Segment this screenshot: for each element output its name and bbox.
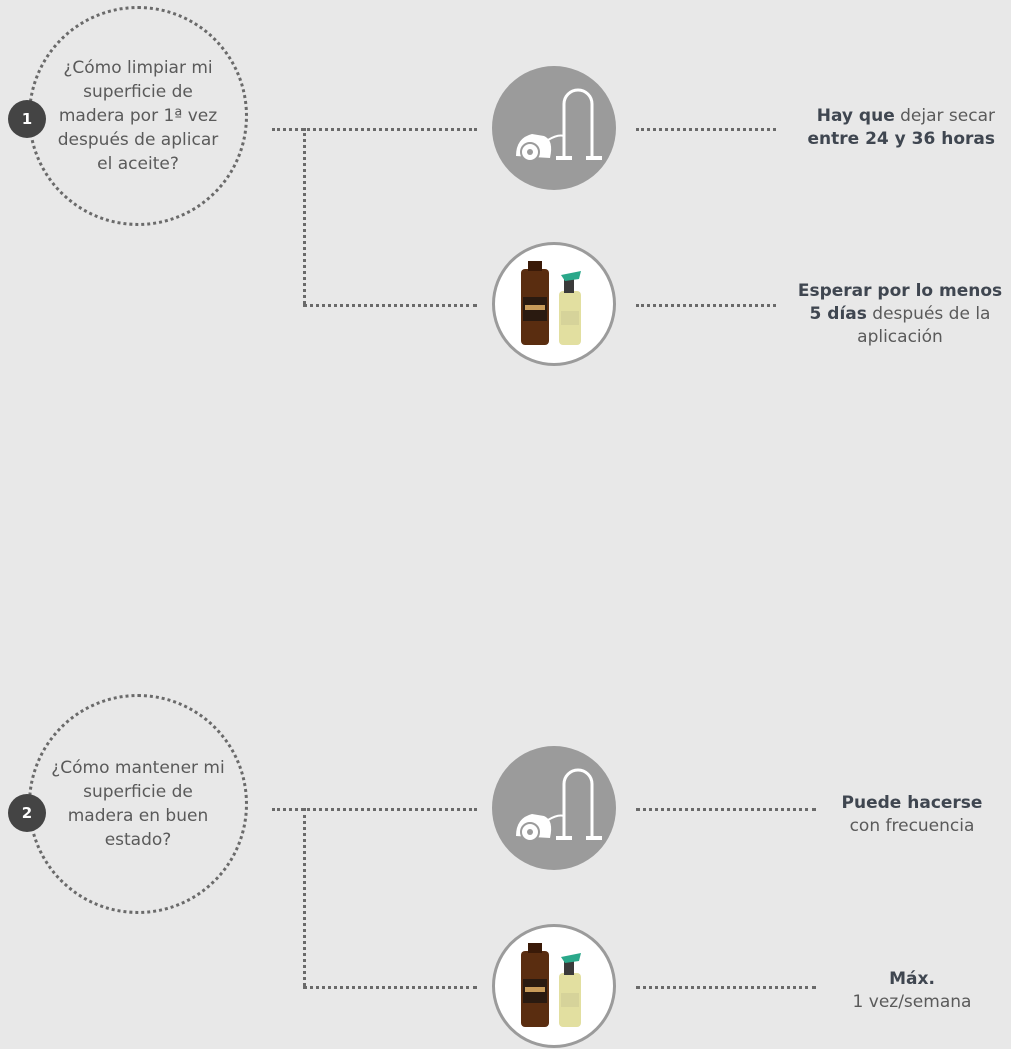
- section-1: ¿Cómo limpiar mi superficie de madera po…: [0, 0, 1011, 380]
- question-text: ¿Cómo limpiar mi superficie de madera po…: [57, 58, 219, 174]
- connector-line: [636, 986, 816, 989]
- connector-line: [303, 808, 306, 986]
- cleaning-products-icon: [492, 924, 616, 1048]
- connector-line: [303, 128, 306, 304]
- connector-line: [636, 808, 816, 811]
- connector-line: [272, 808, 477, 811]
- answer-text: Esperar por lo menos 5 días después de l…: [797, 281, 1003, 347]
- connector-line: [303, 986, 477, 989]
- section-2: ¿Cómo mantener mi superficie de madera e…: [0, 694, 1011, 1049]
- step-number-badge: 1: [8, 100, 46, 138]
- connector-line: [636, 304, 776, 307]
- vacuum-cleaner-icon: [492, 66, 616, 190]
- answer-text: Puede hacerse con frecuencia: [841, 793, 983, 836]
- connector-line: [636, 128, 776, 131]
- vacuum-cleaner-icon: [492, 746, 616, 870]
- answer-text: Hay que dejar secar entre 24 y 36 horas: [807, 106, 996, 149]
- connector-line: [303, 304, 477, 307]
- answer-text: Máx. 1 vez/semana: [852, 969, 972, 1012]
- question-text: ¿Cómo mantener mi superficie de madera e…: [51, 758, 225, 850]
- question-circle: ¿Cómo mantener mi superficie de madera e…: [28, 694, 248, 914]
- cleaning-products-icon: [492, 242, 616, 366]
- question-circle: ¿Cómo limpiar mi superficie de madera po…: [28, 6, 248, 226]
- step-number-badge: 2: [8, 794, 46, 832]
- connector-line: [272, 128, 477, 131]
